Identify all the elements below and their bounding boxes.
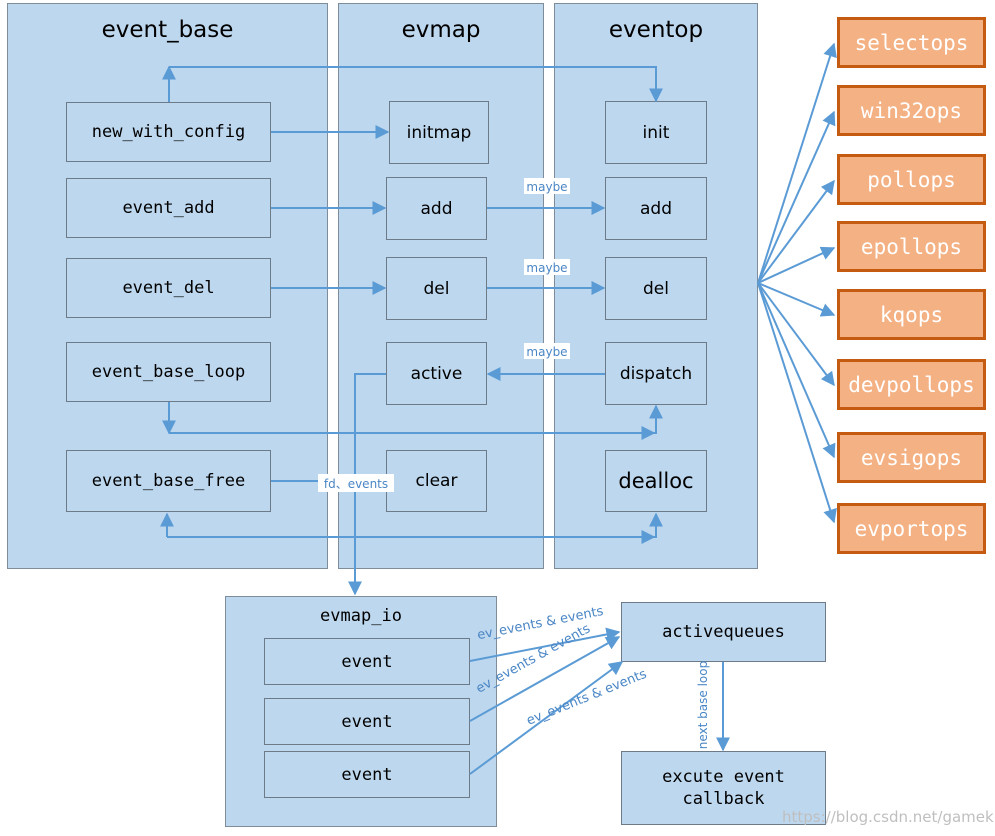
arrow-to-win32ops [757,110,836,284]
eventop-add-box: add [605,177,707,240]
op-epollops: epollops [837,221,986,272]
arrow-to-devpollops [757,282,835,387]
op-win32ops: win32ops [837,85,986,136]
ev-events-label-3: ev_events & events [524,667,649,729]
next-base-loop-label: next base loop [696,661,710,749]
active-box: active [386,342,487,405]
op-evsigops: evsigops [837,432,986,483]
arrow-to-selectops [757,42,837,284]
evmap-title: evmap [401,17,481,43]
eventop-del-box: del [605,257,707,320]
event-base-free-box: event_base_free [66,450,271,512]
activequeues-box: activequeues [621,602,826,662]
callback-line-1: excute event [662,767,785,787]
io-event-box-2: event [264,698,470,745]
evmap-del-box: del [386,257,487,320]
callback-box: excute event callback [621,751,826,825]
watermark: https://blog.csdn.net/gamekit [782,808,995,826]
arrow-to-epollops [757,246,836,284]
clear-box: clear [386,450,487,512]
op-kqops: kqops [837,289,986,340]
arrow-to-kqops [757,282,836,317]
new-with-config-box: new_with_config [66,102,271,162]
io-event-box-1: event [264,638,470,685]
dealloc-box: dealloc [605,450,707,512]
event-base-title: event_base [101,17,234,43]
evmap-io-title: evmap_io [320,606,402,626]
op-evportops: evportops [837,503,986,554]
initmap-box: initmap [389,101,489,164]
op-pollops: pollops [837,154,986,205]
callback-line-2: callback [682,789,765,809]
arrow-to-pollops [757,179,835,284]
arrow-to-evportops [757,282,837,524]
dispatch-box: dispatch [605,342,707,405]
event-add-box: event_add [66,178,271,238]
init-box: init [605,101,707,164]
evmap-add-box: add [386,177,487,240]
op-devpollops: devpollops [837,359,986,410]
op-selectops: selectops [837,17,986,68]
io-event-box-3: event [264,751,470,798]
eventop-title: eventop [608,17,704,43]
event-del-box: event_del [66,258,271,318]
arrow-to-evsigops [757,282,836,459]
event-base-loop-box: event_base_loop [66,342,271,402]
